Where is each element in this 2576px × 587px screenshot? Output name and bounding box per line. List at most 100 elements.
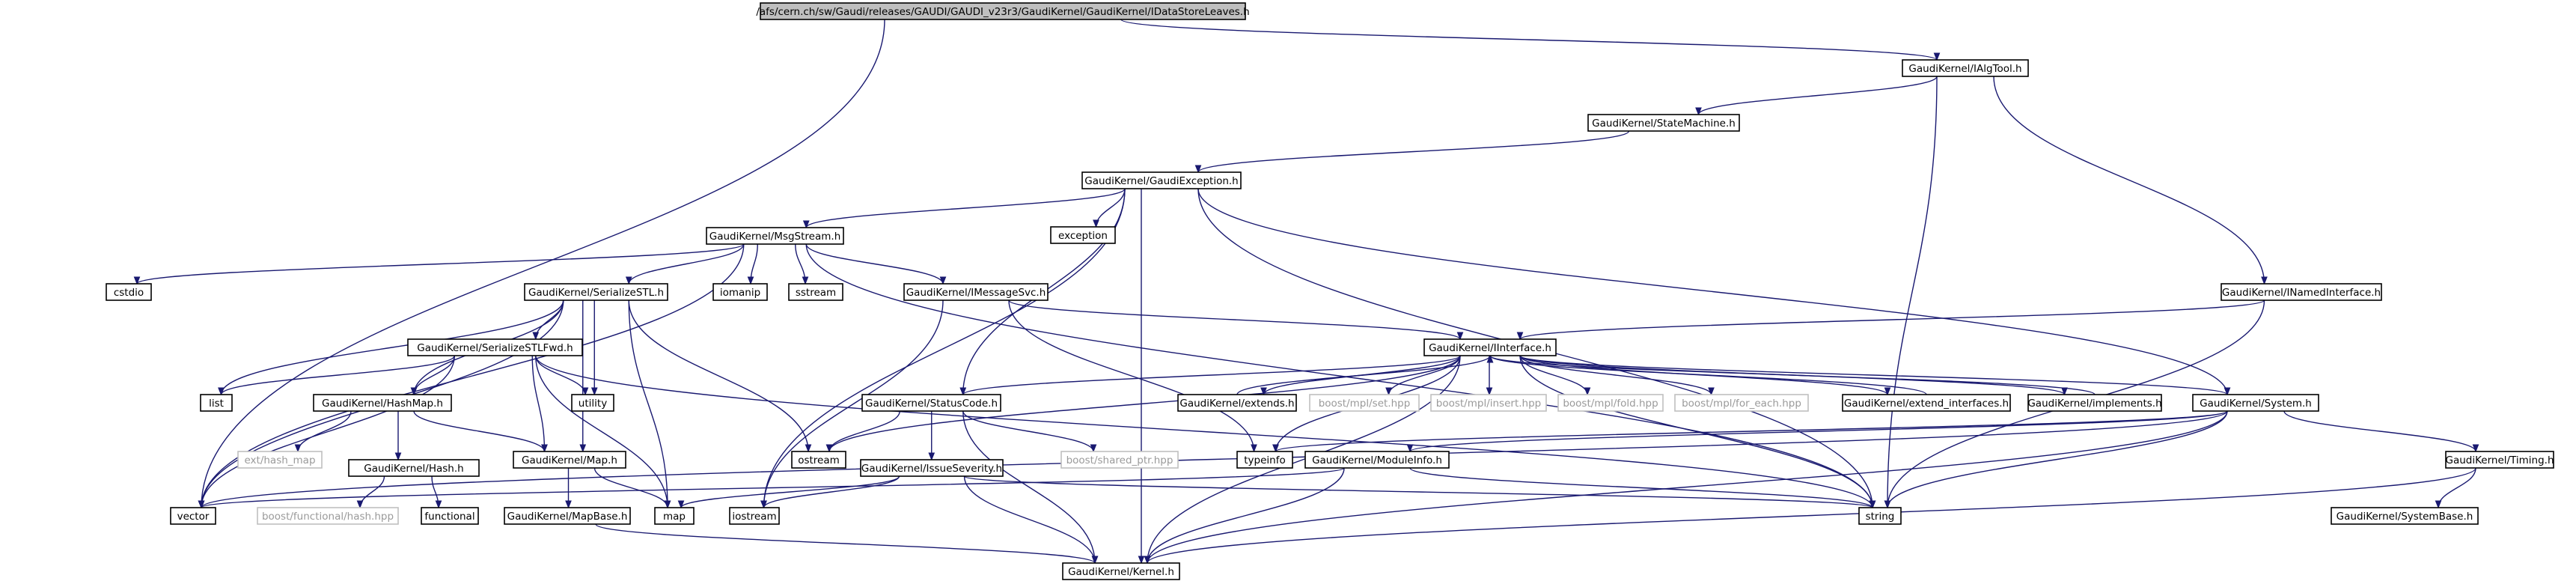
edge-implements-to-iinterface xyxy=(1489,355,2096,395)
node-inamedinterface[interactable]: GaudiKernel/INamedInterface.h xyxy=(2221,283,2382,301)
node-exception[interactable]: exception xyxy=(1050,226,1116,244)
edge-imessagesvc-to-iinterface xyxy=(1008,299,1461,340)
node-implements[interactable]: GaudiKernel/implements.h xyxy=(2027,394,2162,412)
node-vector[interactable]: vector xyxy=(170,507,216,525)
node-label: list xyxy=(209,398,224,410)
edge-root-to-ialgtool xyxy=(1120,19,1938,61)
node-gaudiexception[interactable]: GaudiKernel/GaudiException.h xyxy=(1081,171,1242,189)
node-extendinterfaces[interactable]: GaudiKernel/extend_interfaces.h xyxy=(1842,394,2011,412)
node-box xyxy=(1842,394,2011,412)
arrowhead xyxy=(218,387,225,396)
node-box xyxy=(1674,394,1809,412)
node-label: GaudiKernel/Kernel.h xyxy=(1068,566,1174,578)
edge-serializestlfwd-to-vector xyxy=(201,355,455,508)
node-iostream[interactable]: iostream xyxy=(729,507,780,525)
node-list[interactable]: list xyxy=(200,394,233,412)
node-boostsharedptr[interactable]: boost/shared_ptr.hpp xyxy=(1060,451,1179,469)
node-imessagesvc[interactable]: GaudiKernel/IMessageSvc.h xyxy=(903,283,1049,301)
edge-statuscode-to-kernel xyxy=(962,410,1096,564)
node-mapbase[interactable]: GaudiKernel/MapBase.h xyxy=(504,507,631,525)
node-label: GaudiKernel/Map.h xyxy=(522,454,617,466)
node-map[interactable]: map xyxy=(654,507,695,525)
node-kernel[interactable]: GaudiKernel/Kernel.h xyxy=(1062,562,1180,580)
node-system[interactable]: GaudiKernel/System.h xyxy=(2192,394,2319,412)
arrowhead xyxy=(1272,444,1279,453)
node-label: GaudiKernel/IMessageSvc.h xyxy=(906,287,1046,299)
arrowhead xyxy=(1695,107,1702,116)
edge-iinterface-to-statuscode xyxy=(962,355,1461,395)
node-label: GaudiKernel/System.h xyxy=(2200,398,2312,410)
node-label: GaudiKernel/SystemBase.h xyxy=(2337,511,2473,523)
node-box xyxy=(1902,59,2029,77)
edge-statuscode-to-ostream xyxy=(828,410,900,452)
edge-issueseverity-to-iostream xyxy=(763,475,900,508)
node-mplset[interactable]: boost/mpl/set.hpp xyxy=(1309,394,1420,412)
edges-layer xyxy=(133,19,2479,565)
node-mplforeach[interactable]: boost/mpl/for_each.hpp xyxy=(1674,394,1809,412)
node-statemachine[interactable]: GaudiKernel/StateMachine.h xyxy=(1587,114,1740,132)
node-map_h[interactable]: GaudiKernel/Map.h xyxy=(513,451,626,469)
edge-statuscode-to-boostsharedptr xyxy=(962,410,1094,452)
node-statuscode[interactable]: GaudiKernel/StatusCode.h xyxy=(861,394,1001,412)
edge-imessagesvc-to-typeinfo xyxy=(1008,299,1255,452)
node-box xyxy=(2331,507,2479,525)
node-cstdio[interactable]: cstdio xyxy=(106,283,152,301)
node-functional[interactable]: functional xyxy=(421,507,479,525)
node-label: GaudiKernel/IssueSeverity.h xyxy=(861,463,1002,475)
node-hashmap[interactable]: GaudiKernel/HashMap.h xyxy=(313,394,452,412)
node-iomanip[interactable]: iomanip xyxy=(712,283,768,301)
node-mplinsert[interactable]: boost/mpl/insert.hpp xyxy=(1430,394,1547,412)
arrowhead xyxy=(760,500,767,509)
node-mplfold[interactable]: boost/mpl/fold.hpp xyxy=(1557,394,1664,412)
arrowhead xyxy=(590,387,598,396)
node-label: GaudiKernel/GaudiException.h xyxy=(1084,175,1238,187)
node-ostream[interactable]: ostream xyxy=(791,451,846,469)
node-box xyxy=(1309,394,1420,412)
arrowhead xyxy=(1144,556,1151,565)
arrowhead xyxy=(1884,387,1891,396)
node-box xyxy=(257,507,399,525)
node-label: GaudiKernel/implements.h xyxy=(2027,398,2161,410)
arrowhead xyxy=(802,276,809,285)
node-string[interactable]: string xyxy=(1858,507,1902,525)
node-label: vector xyxy=(177,511,210,523)
arrowhead xyxy=(532,332,540,341)
arrowhead xyxy=(928,452,936,461)
node-msgstream[interactable]: GaudiKernel/MsgStream.h xyxy=(706,227,844,245)
node-box xyxy=(513,451,626,469)
arrowhead xyxy=(1884,500,1891,509)
node-iinterface[interactable]: GaudiKernel/IInterface.h xyxy=(1423,338,1557,356)
node-box xyxy=(2192,394,2319,412)
node-boostfunctionalhash[interactable]: boost/functional/hash.hpp xyxy=(257,507,399,525)
arrowhead xyxy=(1456,332,1464,341)
node-systembase[interactable]: GaudiKernel/SystemBase.h xyxy=(2331,507,2479,525)
node-label: boost/mpl/fold.hpp xyxy=(1563,398,1658,410)
edge-serializestlfwd-to-utility xyxy=(535,355,586,395)
node-ialgtool[interactable]: GaudiKernel/IAlgTool.h xyxy=(1902,59,2029,77)
node-extends[interactable]: GaudiKernel/extends.h xyxy=(1177,394,1297,412)
node-serializestlfwd[interactable]: GaudiKernel/SerializeSTLFwd.h xyxy=(407,338,583,356)
node-serializestl[interactable]: GaudiKernel/SerializeSTL.h xyxy=(524,283,668,301)
arrowhead xyxy=(394,452,402,461)
edge-serializestl-to-ostream xyxy=(628,299,809,452)
node-box xyxy=(421,507,479,525)
node-box xyxy=(407,338,583,356)
edge-moduleinfo-to-vector xyxy=(201,467,1345,508)
node-label: map xyxy=(663,511,686,523)
edge-ialgtool-to-string xyxy=(1887,76,1938,508)
node-root[interactable]: /afs/cern.ch/sw/Gaudi/releases/GAUDI/GAU… xyxy=(756,2,1250,20)
nodes-layer: /afs/cern.ch/sw/Gaudi/releases/GAUDI/GAU… xyxy=(106,2,2554,580)
edge-ialgtool-to-inamedinterface xyxy=(1993,76,2265,285)
node-issueseverity[interactable]: GaudiKernel/IssueSeverity.h xyxy=(860,459,1004,477)
edge-msgstream-to-vector xyxy=(201,243,745,508)
edge-system-to-string xyxy=(1887,410,2228,508)
node-utility[interactable]: utility xyxy=(571,394,614,412)
node-label: functional xyxy=(424,511,474,523)
node-typeinfo[interactable]: typeinfo xyxy=(1236,451,1293,469)
edge-system-to-typeinfo xyxy=(1275,410,2228,452)
node-hash_h[interactable]: GaudiKernel/Hash.h xyxy=(348,459,480,477)
node-moduleinfo[interactable]: GaudiKernel/ModuleInfo.h xyxy=(1304,451,1450,469)
node-sstream[interactable]: sstream xyxy=(788,283,843,301)
node-exthashmap[interactable]: ext/hash_map xyxy=(237,451,323,469)
node-timing[interactable]: GaudiKernel/Timing.h xyxy=(2445,451,2554,469)
